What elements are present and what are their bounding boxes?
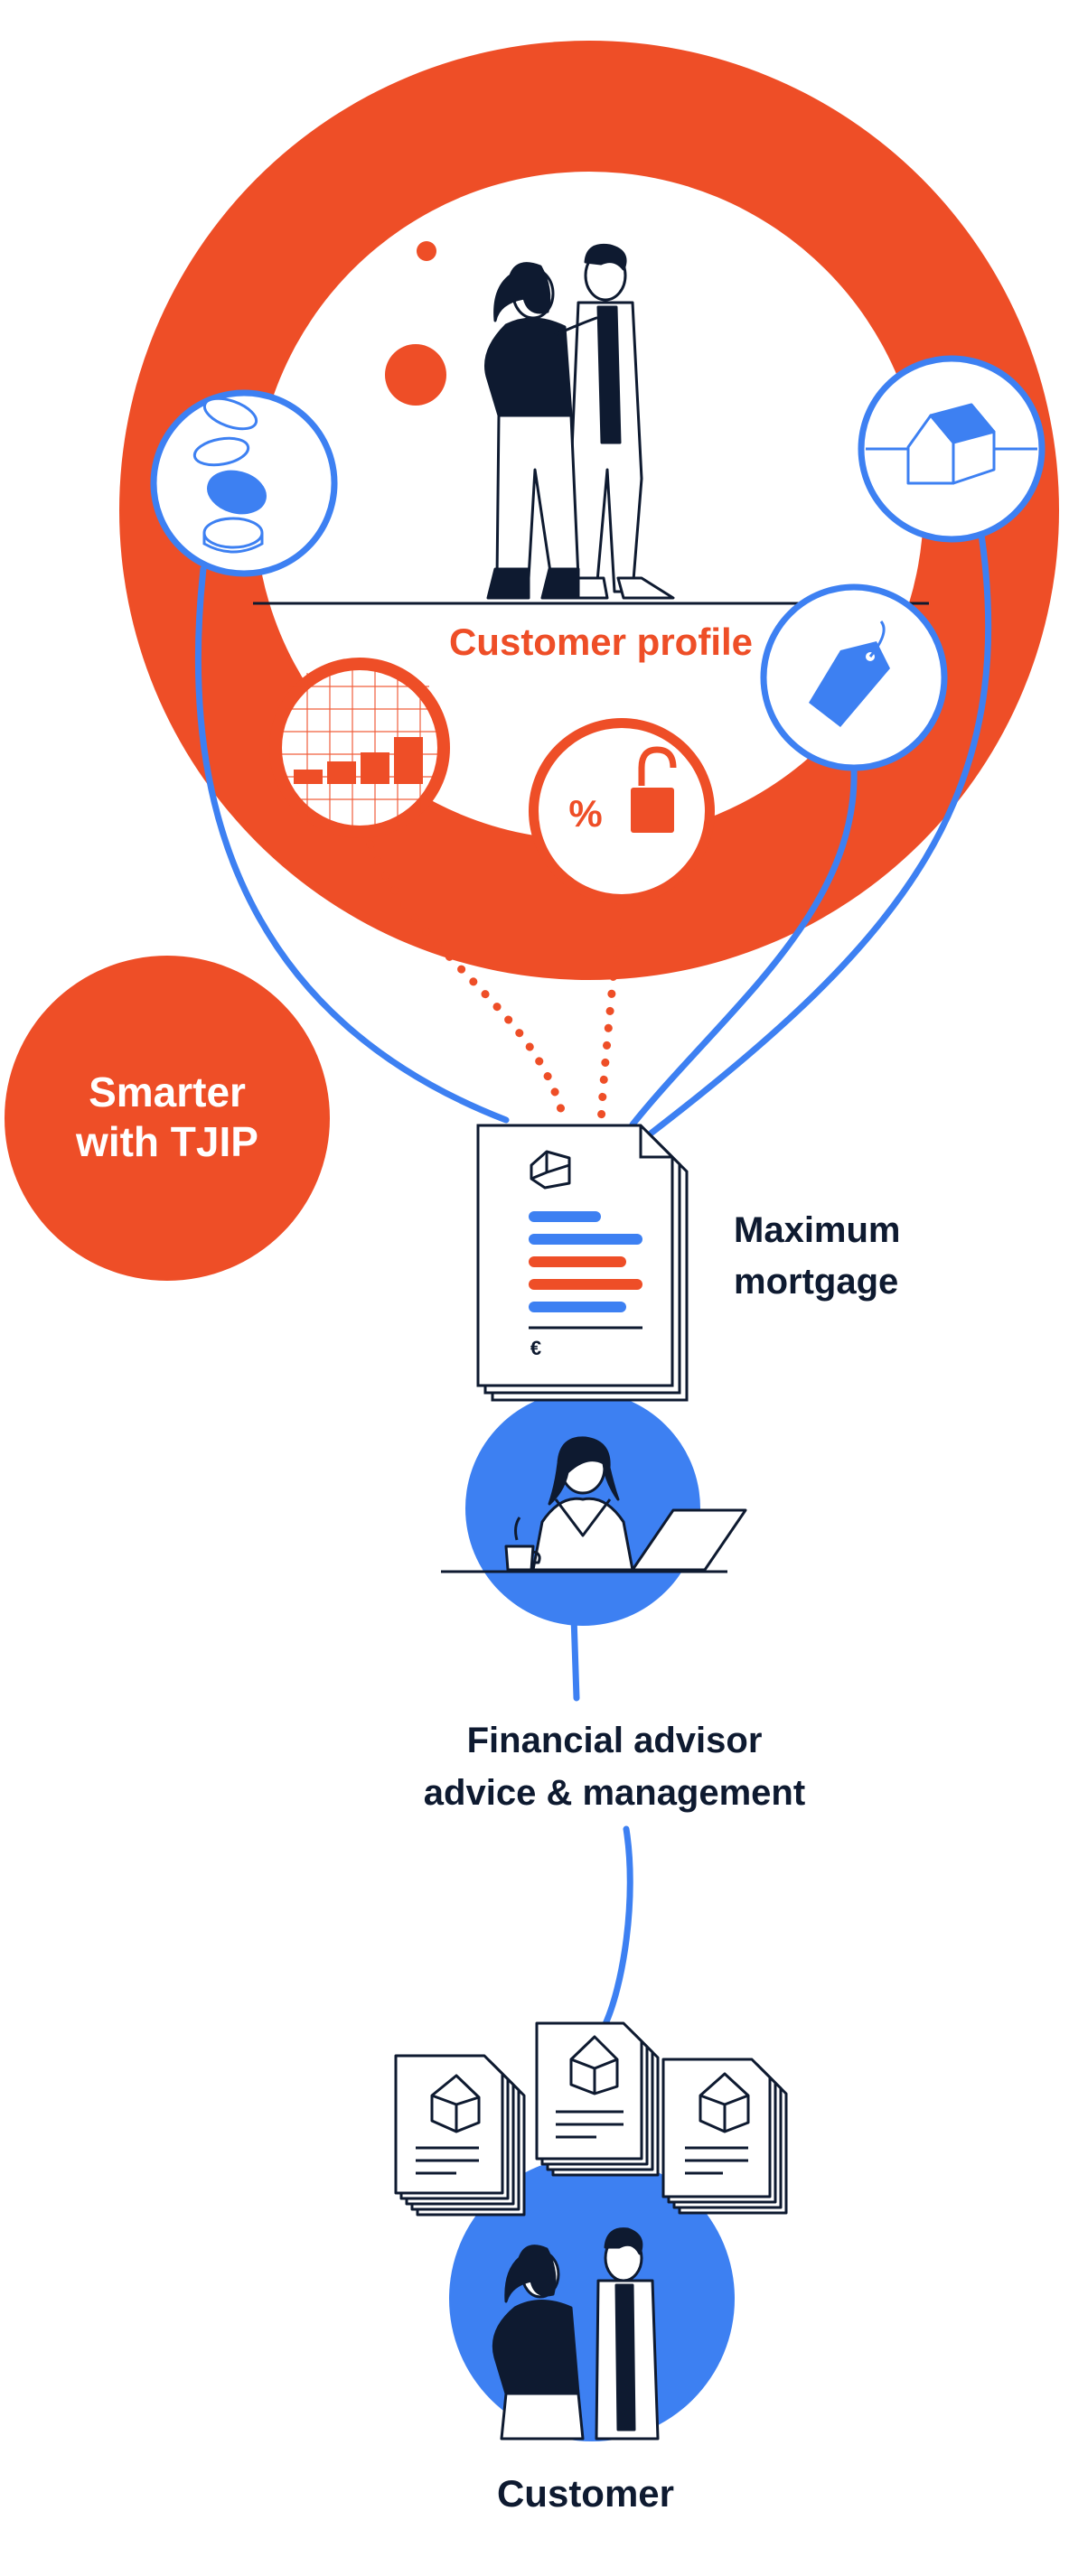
advisor-label-line2: advice & management [424, 1773, 805, 1813]
coins-icon [150, 389, 338, 577]
chart-connector [366, 840, 569, 1129]
price-tag-icon [760, 583, 948, 771]
smarter-label-line2: with TJIP [75, 1118, 258, 1165]
percent-unlock-icon: % [529, 718, 715, 904]
max-mortgage-label-line1: Maximum [734, 1210, 901, 1250]
maximum-mortgage-document: € [476, 1124, 689, 1402]
tag-connector [629, 764, 858, 1128]
coins-connector [194, 565, 510, 1124]
connector-lines [194, 525, 992, 2031]
euro-sign: € [530, 1337, 541, 1359]
customer-profile-label: Customer profile [449, 621, 753, 663]
advisor-label-line1: Financial advisor [467, 1721, 763, 1760]
advisor-connector [570, 1613, 580, 1702]
bar-chart-icon [269, 658, 450, 838]
percent-sign: % [568, 792, 602, 835]
decor-dot-small [417, 241, 436, 261]
house-icon [858, 355, 1046, 543]
customer-couple-icon [492, 2227, 660, 2441]
customer-connector [600, 1825, 633, 2031]
couple-icon [484, 243, 675, 600]
smarter-with-tjip-badge: Smarter with TJIP [5, 956, 330, 1281]
customer-label: Customer [497, 2472, 674, 2515]
document-stack-icon [394, 2021, 788, 2217]
document-house-icon [530, 1150, 571, 1190]
advisor-laptop-icon [441, 1391, 747, 1626]
house-connector [647, 525, 992, 1137]
percent-connector [596, 903, 624, 1129]
max-mortgage-label-line2: mortgage [734, 1262, 898, 1302]
smarter-label-line1: Smarter [89, 1069, 246, 1115]
decor-dot-large [385, 344, 446, 406]
